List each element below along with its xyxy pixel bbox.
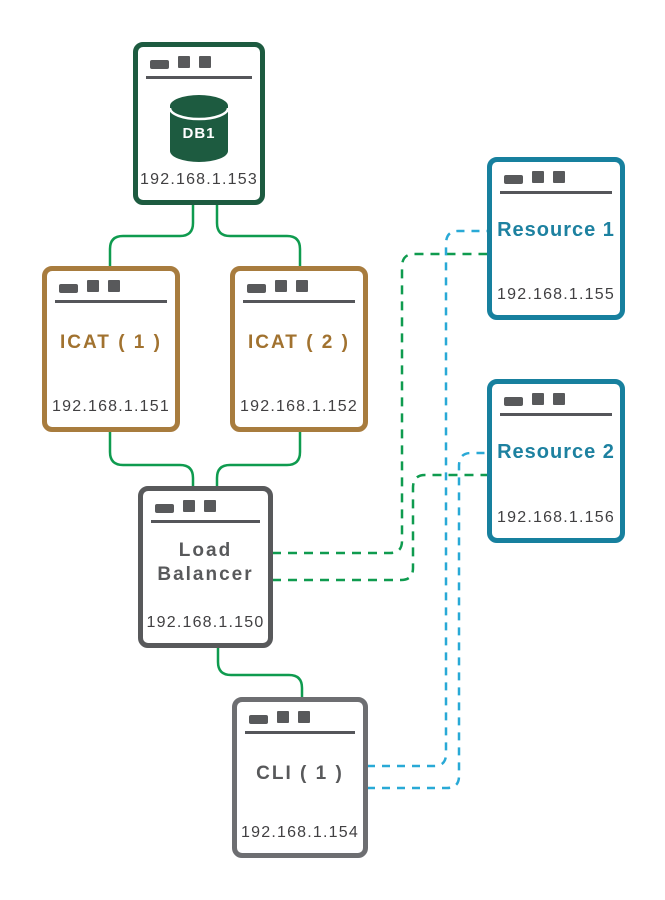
square-icon bbox=[199, 56, 211, 68]
node-label: Resource 2 bbox=[497, 441, 615, 463]
edge-cli1-resource1 bbox=[367, 229, 487, 768]
window-titlebar-divider bbox=[146, 76, 252, 79]
square-icon bbox=[183, 500, 195, 512]
window-titlebar-divider bbox=[55, 300, 167, 303]
minimize-dash-icon bbox=[504, 397, 523, 406]
node-icat2: ICAT ( 2 ) 192.168.1.152 bbox=[230, 266, 368, 432]
node-load-balancer: Load Balancer 192.168.1.150 bbox=[138, 486, 273, 648]
node-resource2: Resource 2 192.168.1.156 bbox=[487, 379, 625, 543]
node-ip: 192.168.1.151 bbox=[52, 398, 170, 415]
square-icon bbox=[532, 393, 544, 405]
square-icon bbox=[296, 280, 308, 292]
node-label: CLI ( 1 ) bbox=[256, 763, 344, 784]
square-icon bbox=[553, 171, 565, 183]
window-titlebar-divider bbox=[500, 191, 612, 194]
node-ip: 192.168.1.152 bbox=[240, 398, 358, 415]
edge-icat2-loadbalancer bbox=[215, 430, 302, 488]
square-icon bbox=[108, 280, 120, 292]
square-icon bbox=[532, 171, 544, 183]
svg-text:DB1: DB1 bbox=[182, 125, 215, 142]
edge-loadbalancer-resource1 bbox=[272, 252, 487, 555]
square-icon bbox=[204, 500, 216, 512]
database-cylinder-icon: DB1 bbox=[138, 93, 260, 170]
edge-loadbalancer-cli1 bbox=[216, 646, 304, 699]
node-resource1: Resource 1 192.168.1.155 bbox=[487, 157, 625, 320]
node-ip: 192.168.1.155 bbox=[497, 286, 615, 303]
node-label: ICAT ( 1 ) bbox=[60, 332, 162, 353]
square-icon bbox=[298, 711, 310, 723]
node-ip: 192.168.1.150 bbox=[146, 614, 265, 631]
window-titlebar-divider bbox=[151, 520, 260, 523]
window-titlebar-divider bbox=[500, 413, 612, 416]
square-icon bbox=[178, 56, 190, 68]
edge-loadbalancer-resource2 bbox=[272, 473, 487, 582]
node-label: ICAT ( 2 ) bbox=[248, 332, 350, 353]
window-titlebar-divider bbox=[243, 300, 355, 303]
node-ip: 192.168.1.153 bbox=[140, 171, 258, 188]
node-db1: DB1 192.168.1.153 bbox=[133, 42, 265, 205]
square-icon bbox=[553, 393, 565, 405]
minimize-dash-icon bbox=[155, 504, 174, 513]
window-titlebar-divider bbox=[245, 731, 355, 734]
square-icon bbox=[277, 711, 289, 723]
edge-db1-icat1 bbox=[108, 205, 195, 268]
minimize-dash-icon bbox=[249, 715, 268, 724]
minimize-dash-icon bbox=[150, 60, 169, 69]
edge-db1-icat2 bbox=[215, 205, 302, 268]
square-icon bbox=[87, 280, 99, 292]
edge-icat1-loadbalancer bbox=[108, 430, 195, 488]
square-icon bbox=[275, 280, 287, 292]
node-label: Resource 1 bbox=[497, 219, 615, 241]
node-label: Load Balancer bbox=[157, 540, 254, 585]
node-cli1: CLI ( 1 ) 192.168.1.154 bbox=[232, 697, 368, 858]
node-icat1: ICAT ( 1 ) 192.168.1.151 bbox=[42, 266, 180, 432]
node-ip: 192.168.1.154 bbox=[241, 824, 359, 841]
node-ip: 192.168.1.156 bbox=[497, 509, 615, 526]
minimize-dash-icon bbox=[59, 284, 78, 293]
minimize-dash-icon bbox=[247, 284, 266, 293]
minimize-dash-icon bbox=[504, 175, 523, 184]
edge-cli1-resource2 bbox=[367, 451, 487, 790]
